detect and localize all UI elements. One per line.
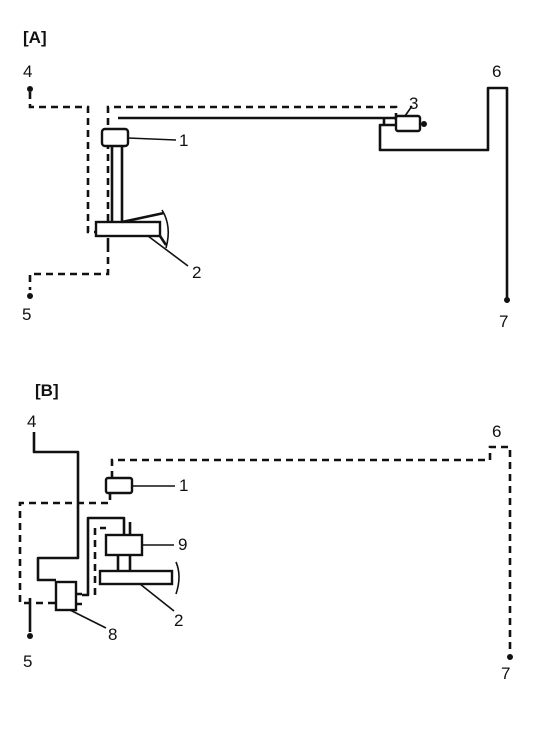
pipes-component-8-b (76, 592, 82, 606)
component-2-label-b: 2 (174, 611, 183, 630)
component-9-label-b: 9 (178, 535, 187, 554)
terminal-4-dot (27, 86, 33, 92)
dashed-line-terminal-5 (28, 245, 110, 290)
component-1-b (104, 476, 134, 495)
pipes-component-9-b (82, 516, 132, 597)
dashed-line-1-to-8-b (18, 493, 112, 605)
terminal-6-label: 6 (492, 62, 501, 81)
dashed-line-9-to-8-b (93, 526, 106, 595)
terminal-4-label: 4 (23, 62, 32, 81)
terminal-6-label-b: 6 (492, 422, 501, 441)
component-3-label: 3 (409, 94, 418, 113)
component-3 (394, 114, 422, 133)
component-9-b (104, 533, 144, 557)
terminal-7-label-b: 7 (501, 664, 510, 683)
solid-line-3-to-6-7 (378, 86, 509, 298)
dashed-line-to-6-7-b (110, 445, 512, 652)
component-1-label: 1 (179, 131, 188, 150)
terminal-5-label: 5 (22, 305, 31, 324)
panel-b-label: [B] (35, 381, 59, 400)
component-3-connector (421, 121, 427, 127)
component-2-cutline-b (175, 561, 180, 595)
terminal-7-dot (504, 297, 510, 303)
component-2-label: 2 (192, 263, 201, 282)
terminal-4-label-b: 4 (27, 412, 36, 431)
panel-b: [B] 4 6 7 1 9 2 8 5 (18, 381, 513, 683)
leader-2-b (139, 583, 175, 612)
terminal-5-dot-b (27, 633, 33, 639)
pipe-1-to-2 (110, 146, 124, 222)
leader-1 (127, 137, 177, 141)
leader-8-b (69, 609, 107, 629)
leader-3 (404, 105, 413, 117)
component-8-label-b: 8 (108, 625, 117, 644)
terminal-5-dot (27, 293, 33, 299)
terminal-5-label-b: 5 (23, 652, 32, 671)
leader-2 (147, 235, 189, 267)
terminal-7-label: 7 (499, 312, 508, 331)
terminal-7-dot-b (507, 654, 513, 660)
dashed-line-to-component-3 (106, 105, 398, 245)
panel-a-label: [A] (23, 28, 47, 47)
component-2-cutline (161, 209, 170, 249)
component-1 (100, 127, 130, 148)
dashed-line-terminal-4 (28, 92, 96, 234)
panel-a: [A] 4 5 1 2 3 6 7 (22, 28, 510, 331)
component-8-b (54, 580, 78, 612)
component-1-label-b: 1 (179, 476, 188, 495)
solid-line-terminal-4-b (32, 432, 80, 582)
component-2-b (98, 569, 174, 586)
component-2 (94, 220, 162, 238)
component-2-flange (121, 211, 168, 246)
